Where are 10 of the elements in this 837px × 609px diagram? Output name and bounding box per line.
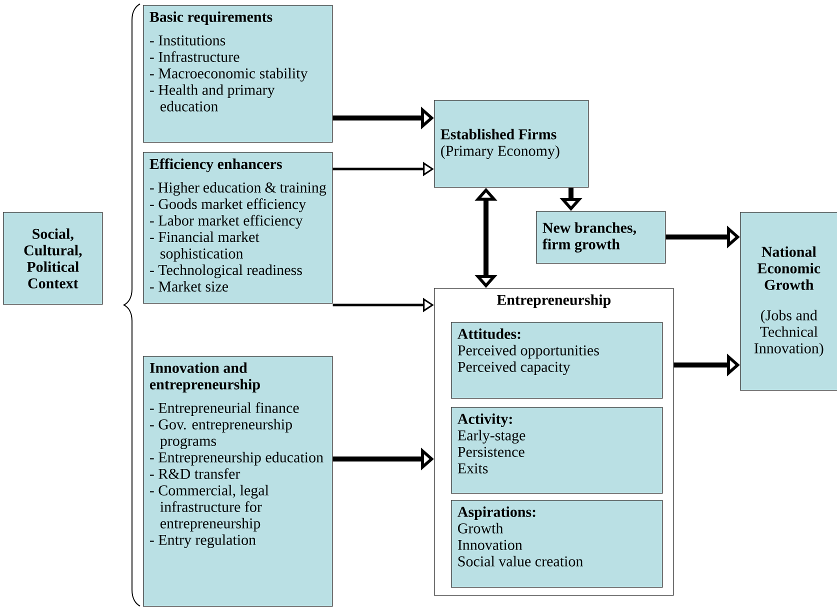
category-box: Aspirations: Growth Innovation Social value creation — [451, 500, 663, 588]
outcome-box: National Economic Growth (Jobs and Technical Innovation) — [740, 212, 837, 391]
category-box: Attitudes: Perceived opportunities Perceived capacity — [451, 322, 663, 399]
factor-box: Innovation and entrepreneurship - Entrepreneurial finance - Gov. entrepreneurship programs - Entrepreneurship education - R&D transfer - Commercial, legal infrastructure for entrepreneurship - Entry regulation — [143, 356, 333, 607]
factor-box: Efficiency enhancers - Higher education & training - Goods market efficiency - Labor market efficiency - Financial market sophistication - Technological readiness - Market size — [143, 152, 333, 304]
context-box: Social, Cultural, Political Context — [3, 212, 103, 305]
process-box: Established Firms (Primary Economy) — [434, 100, 589, 188]
factor-box: Basic requirements - Institutions - Infrastructure - Macroeconomic stability - Health and primary education — [143, 5, 333, 143]
process-box: New branches, firm growth — [536, 211, 666, 264]
category-box: Activity: Early-stage Persistence Exits — [451, 407, 663, 494]
